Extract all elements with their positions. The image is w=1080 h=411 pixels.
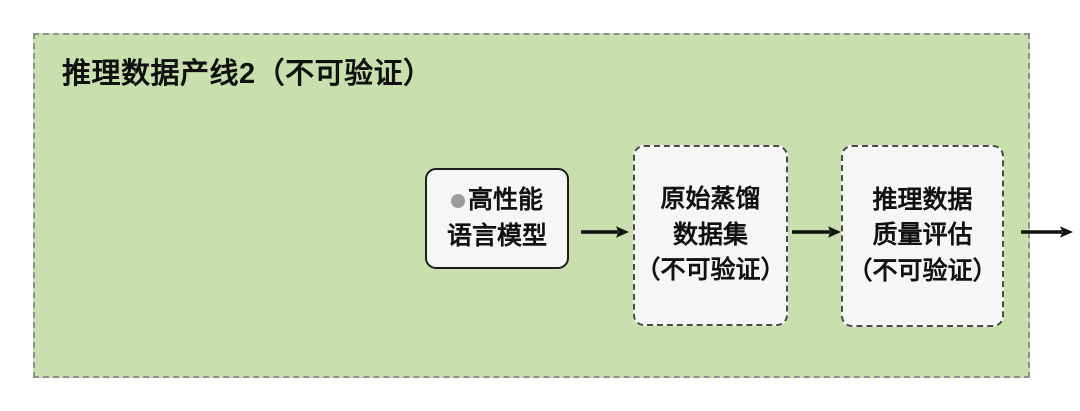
node-line-text: （不可验证）: [847, 256, 998, 285]
node-reasoning-data-quality-assessment[interactable]: 推理数据 质量评估 （不可验证）: [841, 145, 1004, 327]
node-line: 高性能: [450, 183, 543, 219]
bullet-dot-icon: [450, 193, 465, 208]
node-line-text: 语言模型: [446, 221, 547, 250]
arrow-right-icon: [1021, 226, 1073, 238]
node-line-text: 数据集: [672, 220, 748, 249]
node-raw-distilled-dataset[interactable]: 原始蒸馏 数据集 （不可验证）: [633, 145, 788, 326]
node-line-text: 推理数据: [872, 185, 973, 214]
node-line-text: （不可验证）: [635, 256, 786, 285]
node-line-text: 高性能: [467, 186, 543, 214]
node-line-text: 质量评估: [872, 221, 973, 250]
node-line-text: 原始蒸馏: [660, 185, 761, 214]
arrow-right-icon: [581, 226, 629, 238]
arrow-right-icon: [792, 226, 841, 238]
pipeline-group-title: 推理数据产线2（不可验证）: [62, 58, 433, 90]
node-high-performance-language-model[interactable]: 高性能 语言模型: [425, 168, 569, 269]
